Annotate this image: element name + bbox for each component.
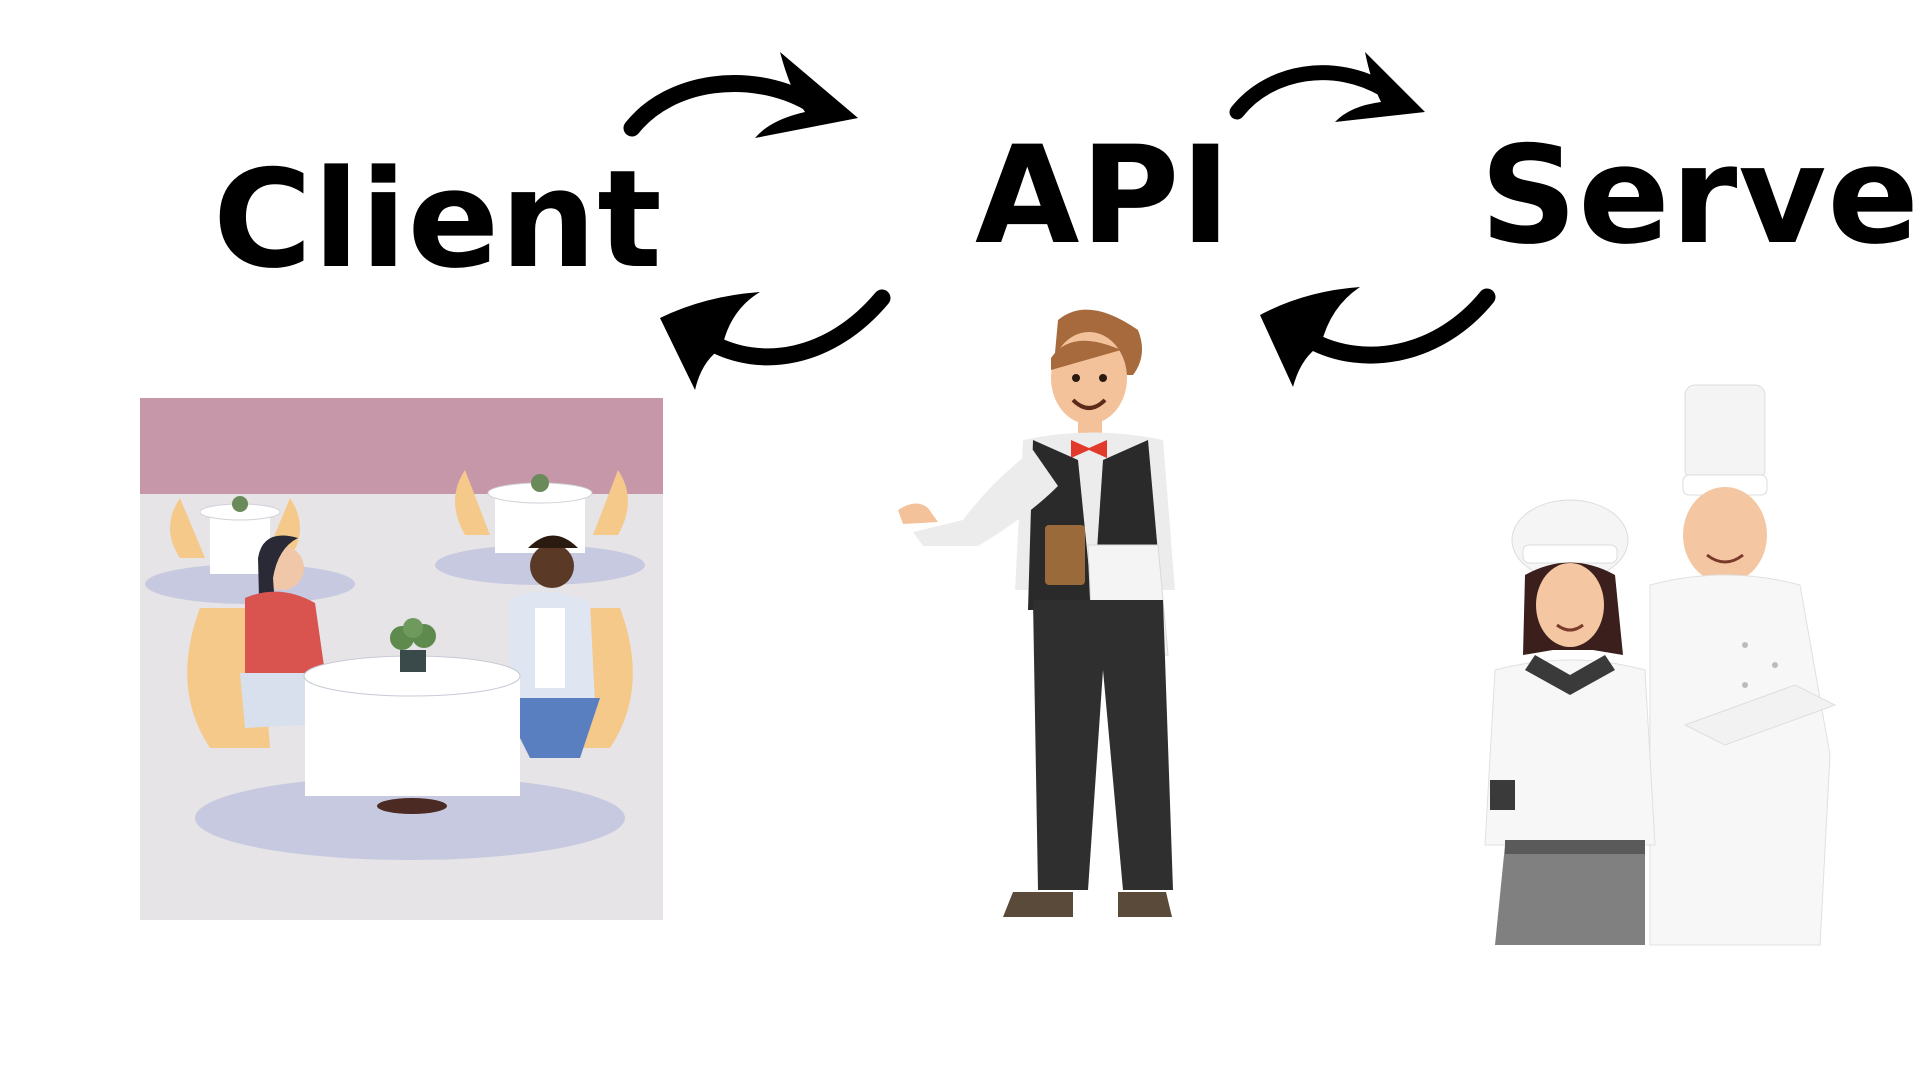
arrow-api-to-server-icon [1229, 52, 1425, 122]
chefs-illustration-icon [1484, 384, 1837, 946]
arrow-api-to-client-icon [660, 289, 891, 390]
arrow-server-to-api-icon [1260, 287, 1496, 387]
waiter-illustration-icon [898, 309, 1175, 917]
server-label: Server [1480, 117, 1920, 274]
arrow-client-to-api-icon [623, 52, 858, 138]
restaurant-customers-illustration-icon [140, 398, 663, 920]
api-label: API [975, 117, 1232, 274]
client-label: Client [213, 141, 663, 298]
